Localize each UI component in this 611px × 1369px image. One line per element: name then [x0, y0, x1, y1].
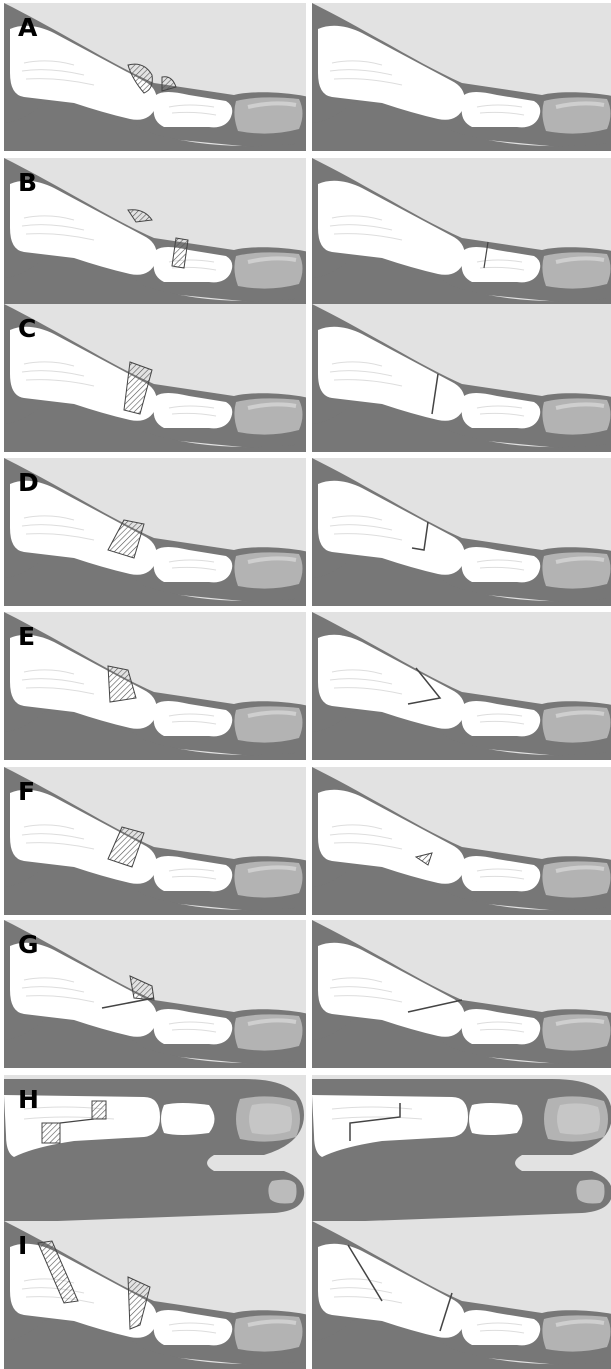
panel-c-postop — [312, 304, 611, 452]
panel-label-b: B — [18, 170, 37, 195]
panel-label-i: I — [18, 1233, 27, 1258]
panel-label-e: E — [18, 624, 35, 649]
toe-bone-illustration — [312, 3, 611, 151]
toe-bone-illustration — [4, 3, 306, 151]
panel-label-h: H — [18, 1087, 39, 1112]
panel-d-postop — [312, 458, 611, 606]
panel-g-preop: G — [4, 920, 306, 1068]
panel-b-postop — [312, 158, 611, 306]
panel-d-preop: D — [4, 458, 306, 606]
panel-h-preop: H — [4, 1075, 306, 1223]
toe-bone-illustration — [312, 1221, 611, 1369]
toe-bone-illustration — [312, 1075, 611, 1223]
panel-i-preop: I — [4, 1221, 306, 1369]
toe-bone-illustration — [312, 767, 611, 915]
toe-bone-illustration — [312, 158, 611, 306]
panel-g-postop — [312, 920, 611, 1068]
toe-bone-illustration — [312, 920, 611, 1068]
toe-bone-illustration — [4, 1075, 306, 1223]
toe-bone-illustration — [4, 458, 306, 606]
panel-f-postop — [312, 767, 611, 915]
panel-e-postop — [312, 612, 611, 760]
panel-label-g: G — [18, 932, 39, 957]
panel-label-c: C — [18, 316, 36, 341]
toe-bone-illustration — [312, 612, 611, 760]
toe-bone-illustration — [312, 304, 611, 452]
panel-h-postop — [312, 1075, 611, 1223]
toe-bone-illustration — [4, 920, 306, 1068]
panel-label-d: D — [18, 470, 39, 495]
panel-a-postop — [312, 3, 611, 151]
toe-bone-illustration — [4, 612, 306, 760]
toe-bone-illustration — [4, 158, 306, 306]
panel-e-preop: E — [4, 612, 306, 760]
panel-f-preop: F — [4, 767, 306, 915]
panel-label-f: F — [18, 779, 35, 804]
toe-bone-illustration — [4, 767, 306, 915]
panel-a-preop: A — [4, 3, 306, 151]
panel-b-preop: B — [4, 158, 306, 306]
toe-bone-illustration — [4, 1221, 306, 1369]
panel-i-postop — [312, 1221, 611, 1369]
toe-bone-illustration — [312, 458, 611, 606]
panel-c-preop: C — [4, 304, 306, 452]
panel-label-a: A — [18, 15, 37, 40]
toe-bone-illustration — [4, 304, 306, 452]
